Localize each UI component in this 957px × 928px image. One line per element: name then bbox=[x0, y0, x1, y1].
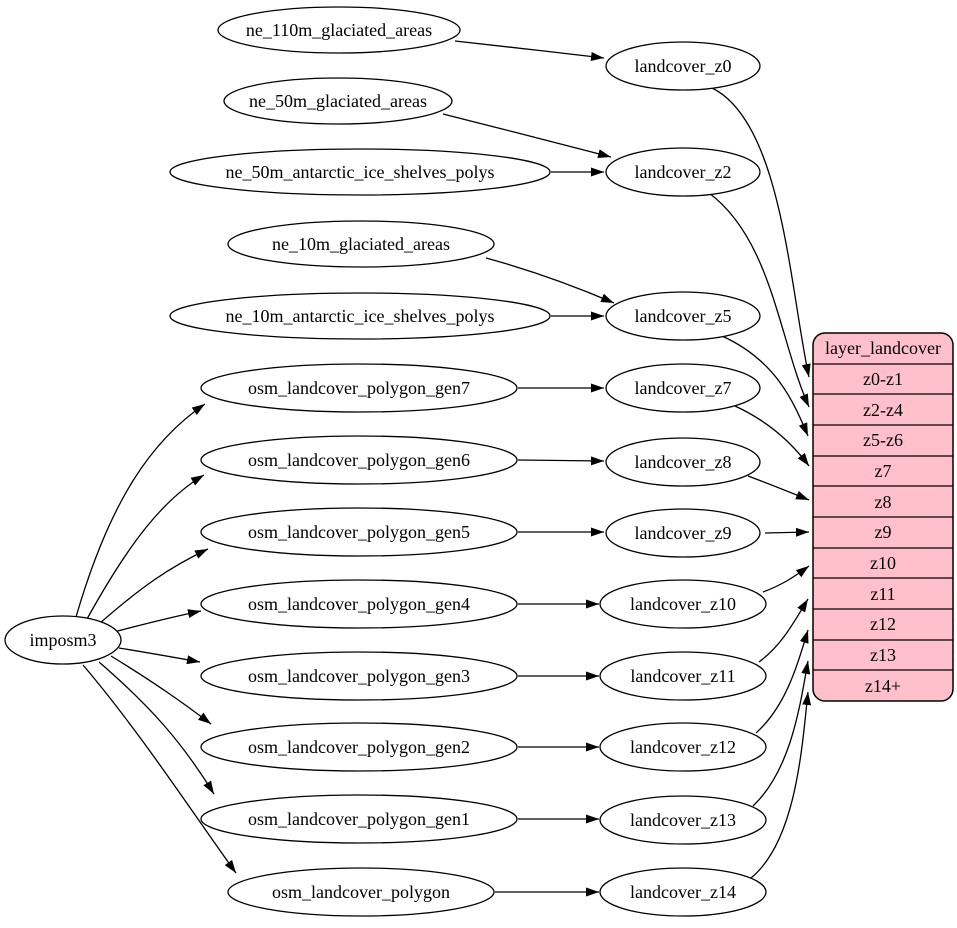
node-landcover-z7: landcover_z7 bbox=[605, 363, 761, 413]
layer-landcover-table: layer_landcover z0-z1 z2-z4 z5-z6 z7 z8 … bbox=[812, 332, 954, 702]
table-title: layer_landcover bbox=[825, 338, 941, 358]
node-osm-landcover-polygon-gen3: osm_landcover_polygon_gen3 bbox=[200, 651, 518, 701]
node-label: ne_50m_antarctic_ice_shelves_polys bbox=[226, 162, 495, 182]
edge-z10-to-row bbox=[762, 565, 810, 593]
node-label: landcover_z9 bbox=[635, 523, 732, 543]
table-row-z7: z7 bbox=[875, 461, 892, 481]
edge-z0-to-row bbox=[711, 87, 811, 378]
node-osm-landcover-polygon: osm_landcover_polygon bbox=[227, 867, 495, 917]
node-osm-landcover-polygon-gen7: osm_landcover_polygon_gen7 bbox=[200, 363, 518, 413]
node-landcover-z11: landcover_z11 bbox=[599, 651, 767, 701]
node-ne-50m-antarctic-ice-shelves-polys: ne_50m_antarctic_ice_shelves_polys bbox=[169, 148, 551, 196]
node-landcover-z0: landcover_z0 bbox=[605, 41, 761, 91]
edge-gen6-to-z8 bbox=[517, 456, 605, 466]
node-imposm3: imposm3 bbox=[4, 615, 122, 665]
node-landcover-z13: landcover_z13 bbox=[599, 795, 767, 845]
node-label: osm_landcover_polygon_gen6 bbox=[248, 450, 470, 470]
node-landcover-z8: landcover_z8 bbox=[605, 437, 761, 487]
edges-source-to-landcover bbox=[442, 40, 615, 897]
edge-imposm3-to-gen7 bbox=[75, 403, 206, 618]
table-row-z9: z9 bbox=[875, 522, 892, 542]
edge-z14-to-row bbox=[750, 691, 812, 879]
node-label: osm_landcover_polygon_gen4 bbox=[248, 594, 470, 614]
node-label: landcover_z11 bbox=[630, 666, 735, 686]
node-label: landcover_z14 bbox=[630, 882, 736, 902]
edge-z2-to-row bbox=[708, 192, 810, 408]
edge-imposm3-to-gen4 bbox=[113, 609, 202, 633]
node-landcover-z5: landcover_z5 bbox=[605, 291, 761, 341]
node-osm-landcover-polygon-gen6: osm_landcover_polygon_gen6 bbox=[200, 435, 518, 485]
edge-z8-to-row bbox=[747, 475, 810, 501]
table-row-z10: z10 bbox=[870, 553, 896, 573]
node-label: landcover_z13 bbox=[630, 810, 736, 830]
edge-z12-to-row bbox=[755, 629, 809, 734]
node-landcover-z9: landcover_z9 bbox=[605, 508, 761, 558]
node-osm-landcover-polygon-gen5: osm_landcover_polygon_gen5 bbox=[200, 507, 518, 557]
node-label: ne_10m_antarctic_ice_shelves_polys bbox=[226, 306, 495, 326]
node-label: landcover_z8 bbox=[635, 452, 732, 472]
table-row-z13: z13 bbox=[870, 645, 896, 665]
node-label: osm_landcover_polygon_gen2 bbox=[248, 737, 470, 757]
node-osm-landcover-polygon-gen1: osm_landcover_polygon_gen1 bbox=[200, 794, 518, 844]
node-ne-10m-glaciated-areas: ne_10m_glaciated_areas bbox=[227, 220, 495, 268]
node-ne-10m-antarctic-ice-shelves-polys: ne_10m_antarctic_ice_shelves_polys bbox=[169, 292, 551, 340]
node-label: imposm3 bbox=[29, 630, 96, 650]
node-label: ne_50m_glaciated_areas bbox=[249, 91, 427, 111]
node-label: landcover_z2 bbox=[635, 162, 732, 182]
node-label: osm_landcover_polygon_gen5 bbox=[248, 522, 470, 542]
source-nodes: ne_110m_glaciated_areas ne_50m_glaciated… bbox=[169, 6, 551, 917]
node-label: landcover_z12 bbox=[630, 737, 736, 757]
node-label: landcover_z7 bbox=[635, 378, 732, 398]
edge-z5-to-row bbox=[721, 335, 809, 437]
node-landcover-z2: landcover_z2 bbox=[605, 147, 761, 197]
node-landcover-z12: landcover_z12 bbox=[599, 722, 767, 772]
node-label: landcover_z10 bbox=[630, 594, 736, 614]
table-row-z11: z11 bbox=[870, 584, 895, 604]
edge-imposm3-to-gen3 bbox=[118, 647, 201, 665]
edges-landcover-to-table bbox=[708, 87, 812, 879]
edge-z7-to-row bbox=[734, 405, 810, 467]
landcover-nodes: landcover_z0 landcover_z2 landcover_z5 l… bbox=[599, 41, 767, 917]
node-landcover-z14: landcover_z14 bbox=[599, 867, 767, 917]
table-row-z0-z1: z0-z1 bbox=[863, 369, 903, 389]
table-row-z5-z6: z5-z6 bbox=[863, 430, 903, 450]
edge-imposm3-to-gen5 bbox=[98, 548, 209, 625]
edge-imposm3-to-osmpolygon bbox=[82, 664, 237, 874]
table-row-z2-z4: z2-z4 bbox=[863, 400, 903, 420]
node-label: landcover_z5 bbox=[635, 306, 732, 326]
node-label: ne_110m_glaciated_areas bbox=[246, 20, 432, 40]
node-label: osm_landcover_polygon_gen7 bbox=[248, 378, 470, 398]
node-label: osm_landcover_polygon bbox=[272, 882, 450, 902]
node-landcover-z10: landcover_z10 bbox=[599, 579, 767, 629]
edge-ne50m-glaciated-to-z2 bbox=[442, 113, 612, 159]
edge-z9-to-row bbox=[764, 527, 810, 537]
node-label: osm_landcover_polygon_gen1 bbox=[248, 809, 470, 829]
node-label: osm_landcover_polygon_gen3 bbox=[248, 666, 470, 686]
edge-imposm3-to-gen6 bbox=[86, 474, 205, 620]
node-osm-landcover-polygon-gen4: osm_landcover_polygon_gen4 bbox=[200, 579, 518, 629]
table-row-z8: z8 bbox=[875, 492, 892, 512]
edge-imposm3-to-gen2 bbox=[110, 655, 212, 725]
node-ne-110m-glaciated-areas: ne_110m_glaciated_areas bbox=[217, 6, 461, 54]
edge-z11-to-row bbox=[758, 598, 809, 663]
node-osm-landcover-polygon-gen2: osm_landcover_polygon_gen2 bbox=[200, 722, 518, 772]
node-ne-50m-glaciated-areas: ne_50m_glaciated_areas bbox=[223, 77, 453, 125]
edge-ne110m-to-z0 bbox=[454, 40, 605, 61]
edge-imposm3-to-gen1 bbox=[98, 661, 215, 795]
edge-ne10m-glaciated-to-z5 bbox=[485, 257, 615, 304]
edge-z13-to-row bbox=[752, 660, 811, 807]
table-row-z12: z12 bbox=[870, 614, 896, 634]
edges-imposm3-fanout bbox=[75, 403, 237, 874]
node-label: ne_10m_glaciated_areas bbox=[272, 234, 450, 254]
table-row-z14plus: z14+ bbox=[865, 676, 901, 696]
node-label: landcover_z0 bbox=[635, 56, 732, 76]
